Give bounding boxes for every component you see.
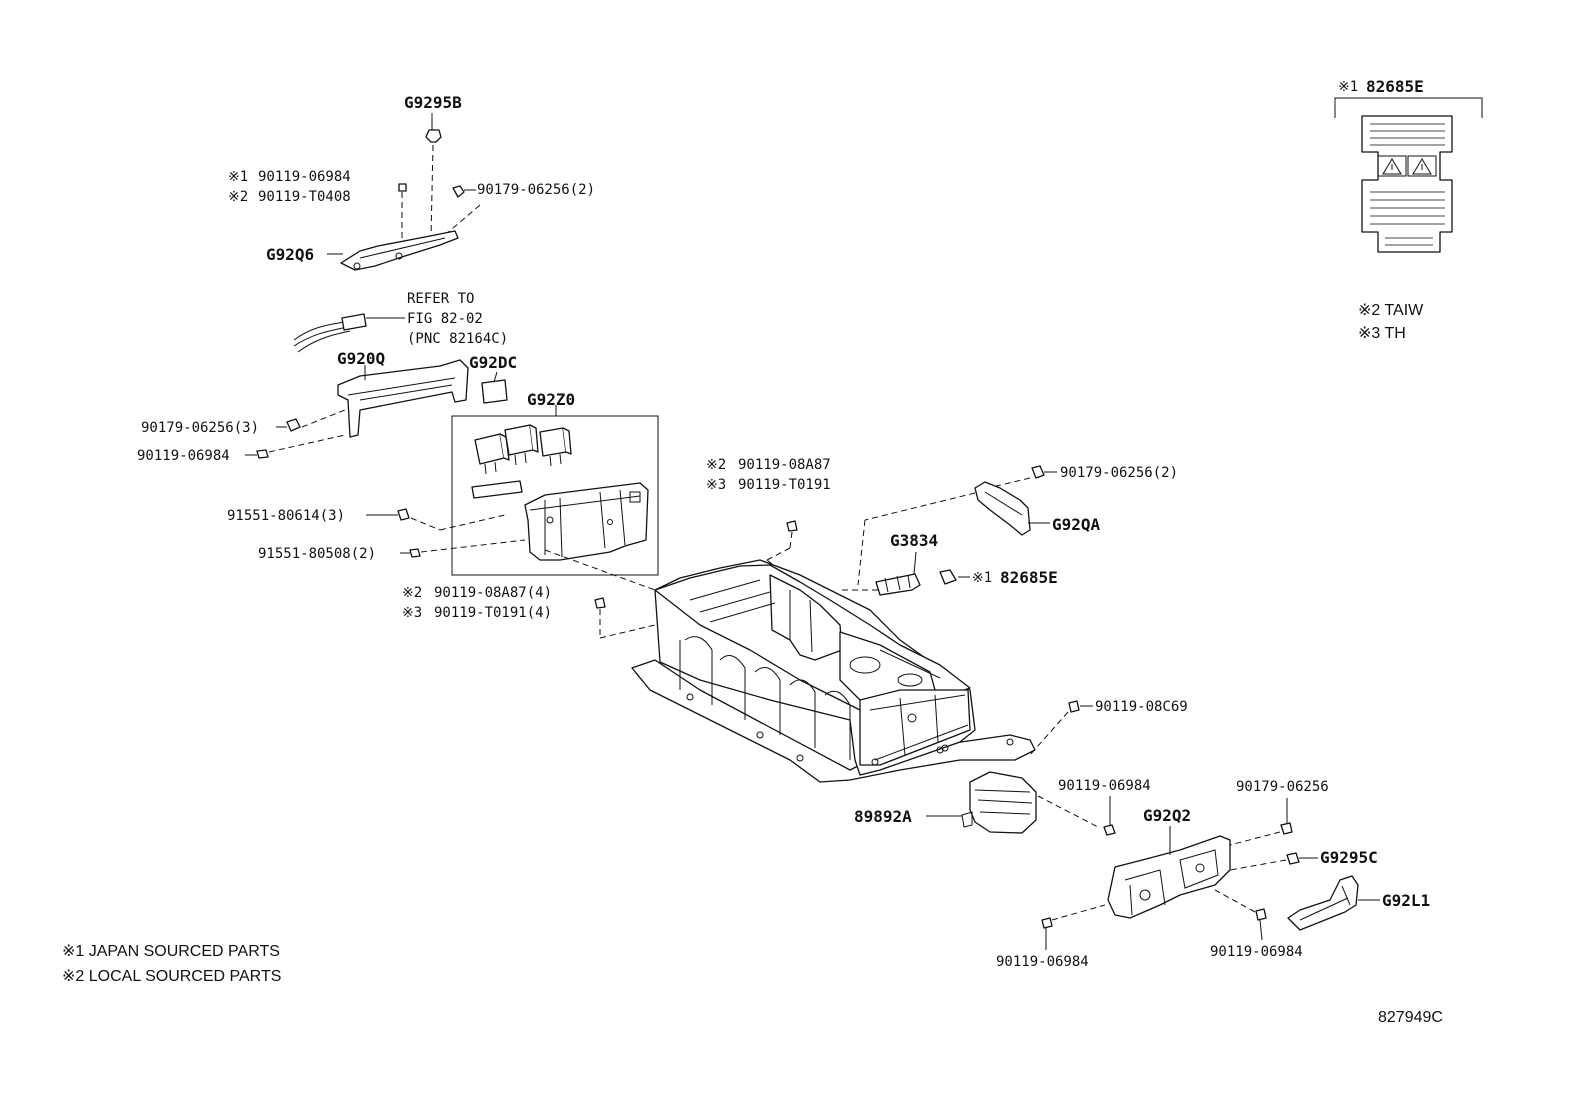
g3834-connector-drawing xyxy=(840,551,921,596)
label-g920q: G920Q xyxy=(337,349,385,368)
label-bolt-06984-br: 90119-06984 xyxy=(1210,944,1303,960)
wire-harness-drawing xyxy=(293,313,405,353)
battery-tray-drawing xyxy=(631,559,1036,783)
89892a-ecu-drawing xyxy=(926,771,1101,834)
mark-3: ※3 xyxy=(402,605,422,621)
label-g92z0: G92Z0 xyxy=(527,390,575,409)
label-bolt-06984: 90119-06984 xyxy=(258,169,351,185)
mark-2: ※2 xyxy=(706,457,726,473)
label-refer-pnc: (PNC 82164C) xyxy=(407,331,508,347)
label-bolt-08a87-4: 90119-08A87(4) xyxy=(434,585,552,601)
label-screw-614: 91551-80614(3) xyxy=(227,508,345,524)
label-g9295b: G9295B xyxy=(404,93,462,112)
label-g92dc: G92DC xyxy=(469,353,517,372)
label-bolt-08c69: 90119-08C69 xyxy=(1095,699,1188,715)
nut-icon xyxy=(1229,798,1293,846)
label-refer-to: REFER TO xyxy=(407,291,474,307)
label-nut-single: 90179-06256 xyxy=(1236,779,1329,795)
footnote-japan: ※1 JAPAN SOURCED PARTS xyxy=(62,943,280,960)
g9295b-clip-drawing xyxy=(425,113,442,239)
screw-icon xyxy=(400,539,526,558)
mark-2: ※2 xyxy=(402,585,422,601)
figure-id: 827949C xyxy=(1378,1009,1443,1026)
label-bolt-06984-bl: 90119-06984 xyxy=(996,954,1089,970)
inset-title: 82685E xyxy=(1366,77,1424,96)
label-refer-fig: FIG 82-02 xyxy=(407,311,483,327)
label-g92qa: G92QA xyxy=(1052,515,1101,534)
nut-icon xyxy=(276,409,346,432)
footnote-local: ※2 LOCAL SOURCED PARTS xyxy=(62,968,281,985)
bolt-icon xyxy=(594,597,656,639)
mark-1: ※1 xyxy=(972,570,992,586)
label-bolt-t0191: 90119-T0191 xyxy=(738,477,831,493)
label-bolt-t0191-4: 90119-T0191(4) xyxy=(434,605,552,621)
label-82685e: 82685E xyxy=(1000,568,1058,587)
g920q-bracket-drawing xyxy=(337,359,469,438)
mark-2: ※2 xyxy=(228,189,248,205)
label-g92q6: G92Q6 xyxy=(266,245,314,264)
label-nut-top: 90179-06256(2) xyxy=(477,182,595,198)
g92l1-cover-drawing xyxy=(1287,875,1380,931)
label-bolt-left: 90119-06984 xyxy=(137,448,230,464)
bolt-icon xyxy=(1214,889,1267,941)
g92qa-bracket-drawing xyxy=(974,481,1050,536)
inset-note-taiw: ※2 TAIW xyxy=(1358,302,1424,319)
g92z0-box-drawing xyxy=(451,405,659,576)
g92q2-bracket-drawing xyxy=(1107,826,1231,919)
g92dc-pad-drawing xyxy=(481,371,508,404)
bolt-icon xyxy=(1103,796,1116,836)
label-g3834: G3834 xyxy=(890,531,938,550)
nut-icon xyxy=(444,185,481,236)
g92q6-bracket-drawing xyxy=(327,230,459,271)
label-bolt-t0408: 90119-T0408 xyxy=(258,189,351,205)
warning-label-icon xyxy=(939,569,970,585)
label-89892a: 89892A xyxy=(854,807,912,826)
screw-icon xyxy=(366,508,506,531)
label-nut-right: 90179-06256(2) xyxy=(1060,465,1178,481)
g9295c-clip-drawing xyxy=(1229,852,1318,871)
mark-1: ※1 xyxy=(1338,79,1358,95)
inset-82685e xyxy=(1334,97,1483,253)
label-g92l1: G92L1 xyxy=(1382,891,1430,910)
mark-1: ※1 xyxy=(228,169,248,185)
label-screw-508: 91551-80508(2) xyxy=(258,546,376,562)
bolt-icon xyxy=(1041,904,1106,950)
mark-3: ※3 xyxy=(706,477,726,493)
bolt-icon xyxy=(245,434,346,459)
label-bolt-08a87: 90119-08A87 xyxy=(738,457,831,473)
bolt-icon xyxy=(1029,700,1093,756)
label-bolt-06984-mid: 90119-06984 xyxy=(1058,778,1151,794)
label-nut-left: 90179-06256(3) xyxy=(141,420,259,436)
label-g92q2: G92Q2 xyxy=(1143,806,1191,825)
inset-note-th: ※3 TH xyxy=(1358,325,1406,342)
bolt-icon xyxy=(398,183,407,244)
label-g9295c: G9295C xyxy=(1320,848,1378,867)
